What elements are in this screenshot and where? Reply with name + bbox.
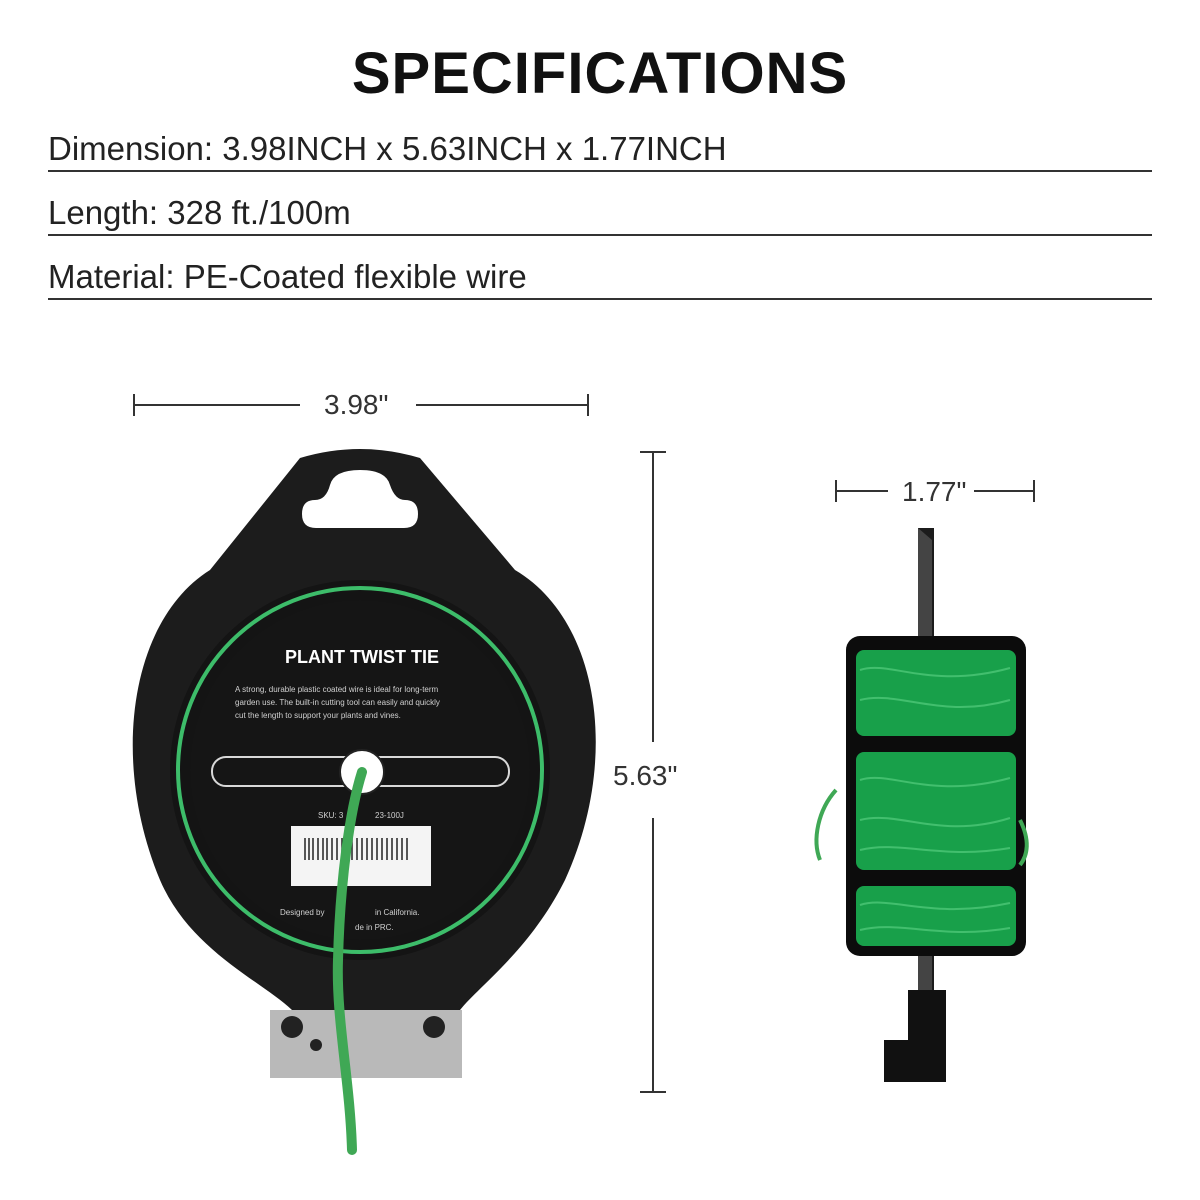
page-title: SPECIFICATIONS (351, 41, 849, 106)
spec-length: Length: 328 ft./100m (48, 192, 1152, 236)
depth-dimension-line (835, 480, 1035, 502)
spec-dimension: Dimension: 3.98INCH x 5.63INCH x 1.77INC… (48, 128, 1152, 172)
spec-material: Material: PE-Coated flexible wire (48, 256, 1152, 300)
width-label: 3.98" (324, 389, 389, 421)
label-made-1b: in California. (375, 908, 419, 917)
label-desc-1: A strong, durable plastic coated wire is… (235, 685, 439, 694)
height-label: 5.63" (613, 760, 678, 792)
label-made-2: de in PRC. (355, 923, 394, 932)
width-dimension-line (133, 394, 589, 416)
label-made-1: Designed by (280, 908, 324, 917)
label-desc-3: cut the length to support your plants an… (235, 711, 401, 720)
label-desc-2: garden use. The built-in cutting tool ca… (235, 698, 440, 707)
depth-label: 1.77" (902, 476, 967, 508)
height-dimension-line (640, 451, 666, 1093)
reel-front-view (132, 449, 596, 1155)
label-sku-suffix: 23-100J (375, 811, 404, 820)
label-title: PLANT TWIST TIE (285, 647, 439, 667)
label-sku: SKU: 3 (318, 811, 344, 820)
reel-side-view (814, 528, 1029, 1082)
